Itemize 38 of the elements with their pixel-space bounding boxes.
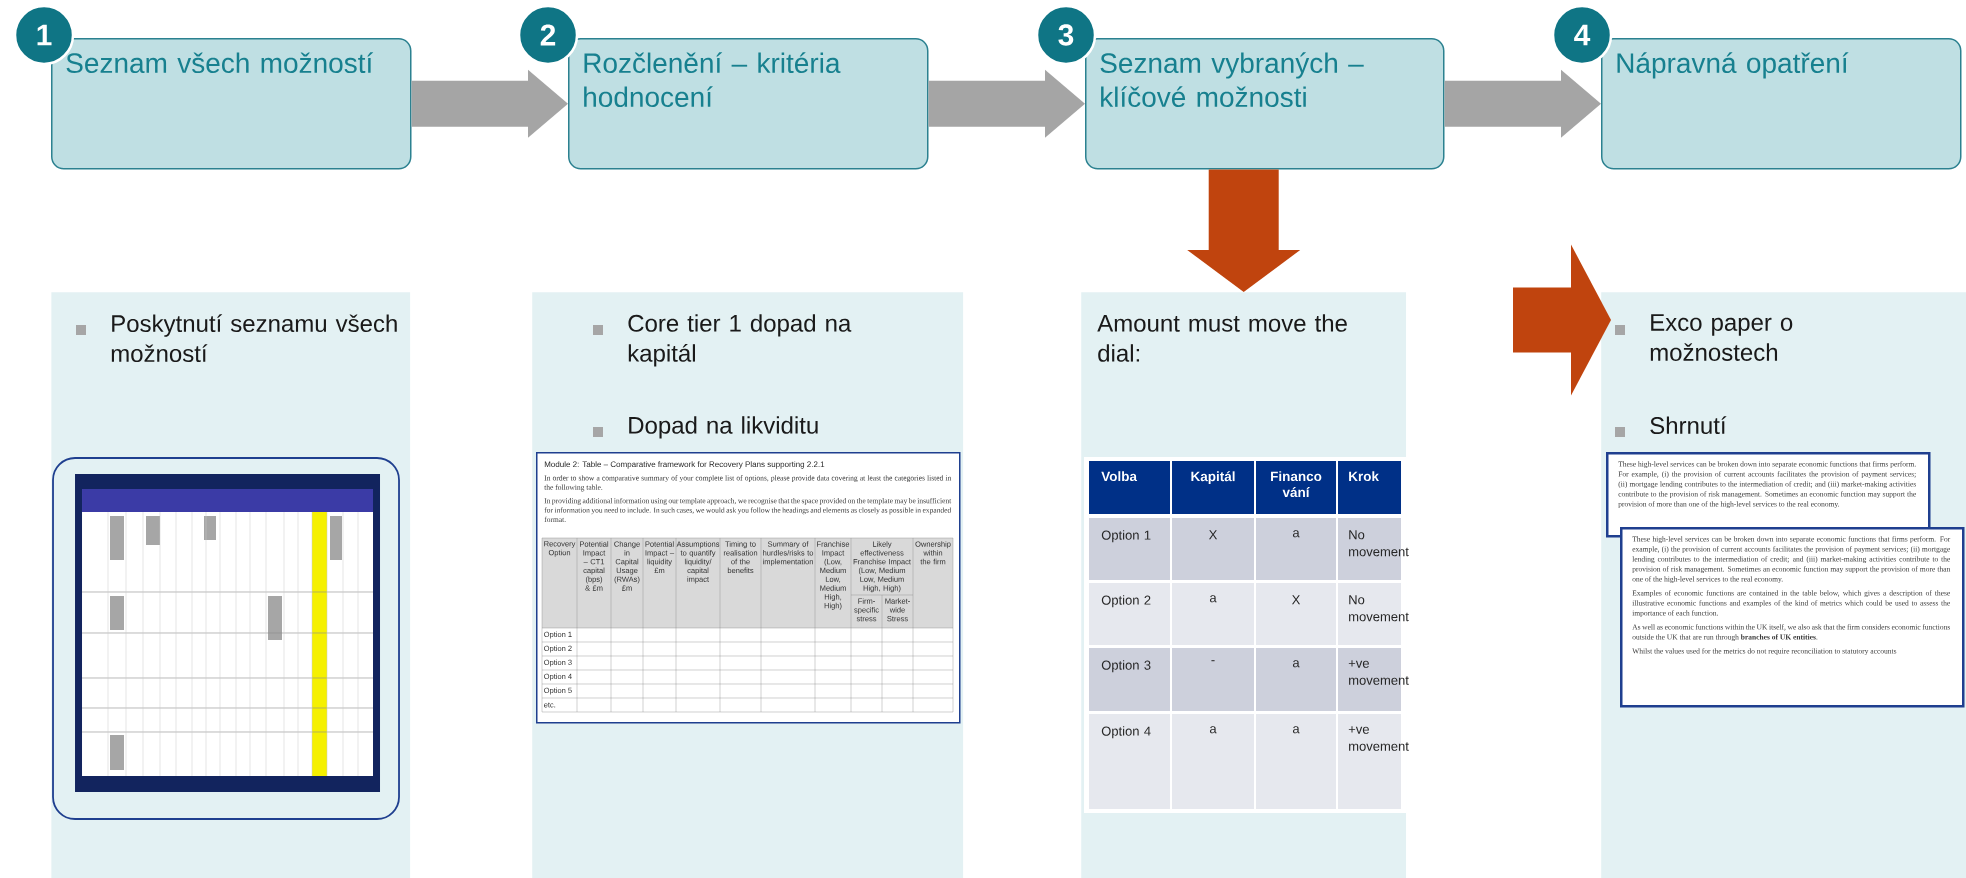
step-number: 3 — [1035, 4, 1097, 66]
table-cell: a — [1256, 714, 1336, 809]
step-box: Nápravná opatření — [1601, 38, 1962, 170]
table-cell: No movement — [1338, 518, 1409, 580]
table-cell: +ve movement — [1338, 648, 1409, 711]
step-box: Seznam vybraných – klíčové možnosti — [1085, 38, 1445, 170]
table-cell: Option 1 — [1089, 518, 1170, 580]
table-cell: a — [1256, 518, 1336, 580]
table-header-cell: Financo vání — [1256, 461, 1336, 514]
block-arrow — [1187, 169, 1301, 292]
table-header-cell: Krok — [1338, 461, 1401, 514]
table-cell: a — [1172, 583, 1254, 645]
table-header-cell: Kapitál — [1172, 461, 1254, 514]
table-cell: Option 4 — [1089, 714, 1170, 809]
table-cell: Option 2 — [1089, 583, 1170, 645]
bullet-item: Shrnutí — [1615, 416, 1727, 437]
table-cell: a — [1256, 648, 1336, 711]
table-cell: +ve movement — [1338, 714, 1409, 809]
step-number: 4 — [1551, 4, 1613, 66]
block-arrow — [1513, 244, 1611, 396]
bullet-item: Dopad na likviditu — [593, 416, 818, 439]
block-arrow — [928, 69, 1085, 138]
table-cell: No movement — [1338, 583, 1409, 645]
bullet-item: Poskytnutí seznamu všech možností — [76, 314, 397, 363]
table-cell: X — [1172, 518, 1254, 580]
table-cell: - — [1172, 648, 1254, 711]
table-cell: a — [1172, 714, 1254, 809]
step-box: Seznam všech možností — [51, 38, 412, 170]
table-cell: X — [1256, 583, 1336, 645]
bullet-item: Exco paper o možnostech — [1615, 314, 1793, 361]
bullet-item: Core tier 1 dopad na kapitál — [593, 314, 852, 367]
table-cell: Option 3 — [1089, 648, 1170, 711]
panel-text: Amount must move the dial: — [1097, 314, 1347, 362]
block-arrow — [411, 69, 568, 138]
step-box: Rozčlenění – kritéria hodnocení — [568, 38, 929, 170]
table-header-cell: Volba — [1089, 461, 1170, 514]
block-arrow — [1444, 69, 1601, 138]
step-number: 2 — [517, 4, 579, 66]
